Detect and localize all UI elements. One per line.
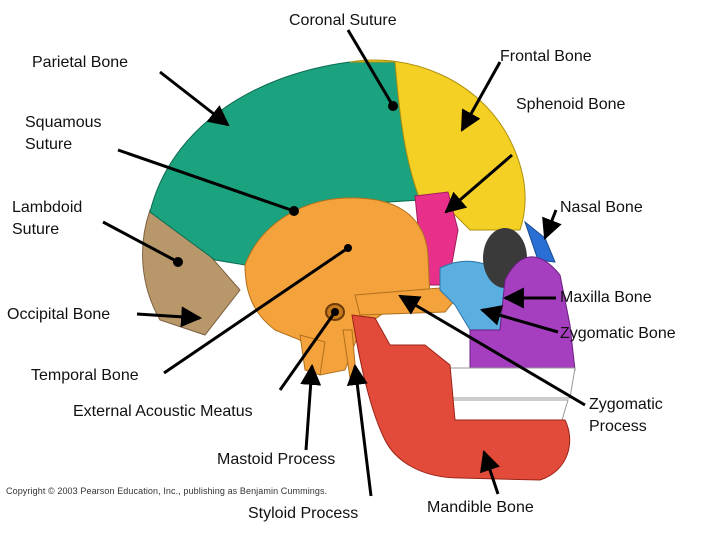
arrow-occipital-bone [136,306,203,328]
dot-lambdoid-suture [173,257,183,267]
dot-squamous-suture [289,206,299,216]
lower-teeth [449,399,569,421]
arrow-mandible-bone [480,450,500,495]
frontal-bone-region [349,59,526,231]
label-zygomatic-bone: Zygomatic Bone [560,325,676,342]
label-temporal-bone: Temporal Bone [31,367,139,384]
arrow-mastoid-process [300,363,322,451]
label-mastoid-process: Mastoid Process [217,451,336,468]
copyright-notice: Copyright © 2003 Pearson Education, Inc.… [6,486,328,496]
upper-teeth [444,367,576,399]
occipital-bone-region [142,209,241,336]
label-mandible-bone: Mandible Bone [427,499,534,516]
arrow-squamous-suture [117,148,295,213]
arrow-external-acoustic-meatus [278,311,337,391]
label-coronal-suture: Coronal Suture [289,12,397,29]
label-styloid-process: Styloid Process [248,505,359,522]
arrow-nasal-bone [542,209,562,240]
arrow-lambdoid-suture [102,220,179,264]
arrow-frontal-bone [460,61,502,132]
arrow-temporal-bone [163,246,349,375]
arrow-sphenoid-bone [444,153,513,214]
arrow-zygomatic-process [398,294,586,407]
arrow-coronal-suture [346,29,395,107]
label-parietal-bone: Parietal Bone [32,54,129,71]
dot-coronal-suture [388,101,398,111]
nasal-bone-region [523,220,556,263]
label-maxilla-bone: Maxilla Bone [560,289,652,306]
label-zygomatic-process: Zygomatic Process [589,396,663,435]
dot-external-acoustic-meatus [331,308,339,316]
label-nasal-bone: Nasal Bone [560,199,643,216]
label-lambdoid-suture: Lambdoid Suture [12,199,83,238]
leader-lines [102,29,586,497]
label-frontal-bone: Frontal Bone [500,48,592,65]
label-sphenoid-bone: Sphenoid Bone [516,96,626,113]
label-occipital-bone: Occipital Bone [7,306,111,323]
leader-dots [173,101,398,316]
label-squamous-suture: Squamous Suture [25,114,102,153]
arrow-zygomatic-bone [479,305,559,334]
arrow-parietal-bone [159,70,230,127]
dot-temporal-bone [344,244,352,252]
arrow-styloid-process [346,363,373,497]
label-external-acoustic-meatus: External Acoustic Meatus [73,403,253,420]
mandible-bone-region [351,314,571,481]
